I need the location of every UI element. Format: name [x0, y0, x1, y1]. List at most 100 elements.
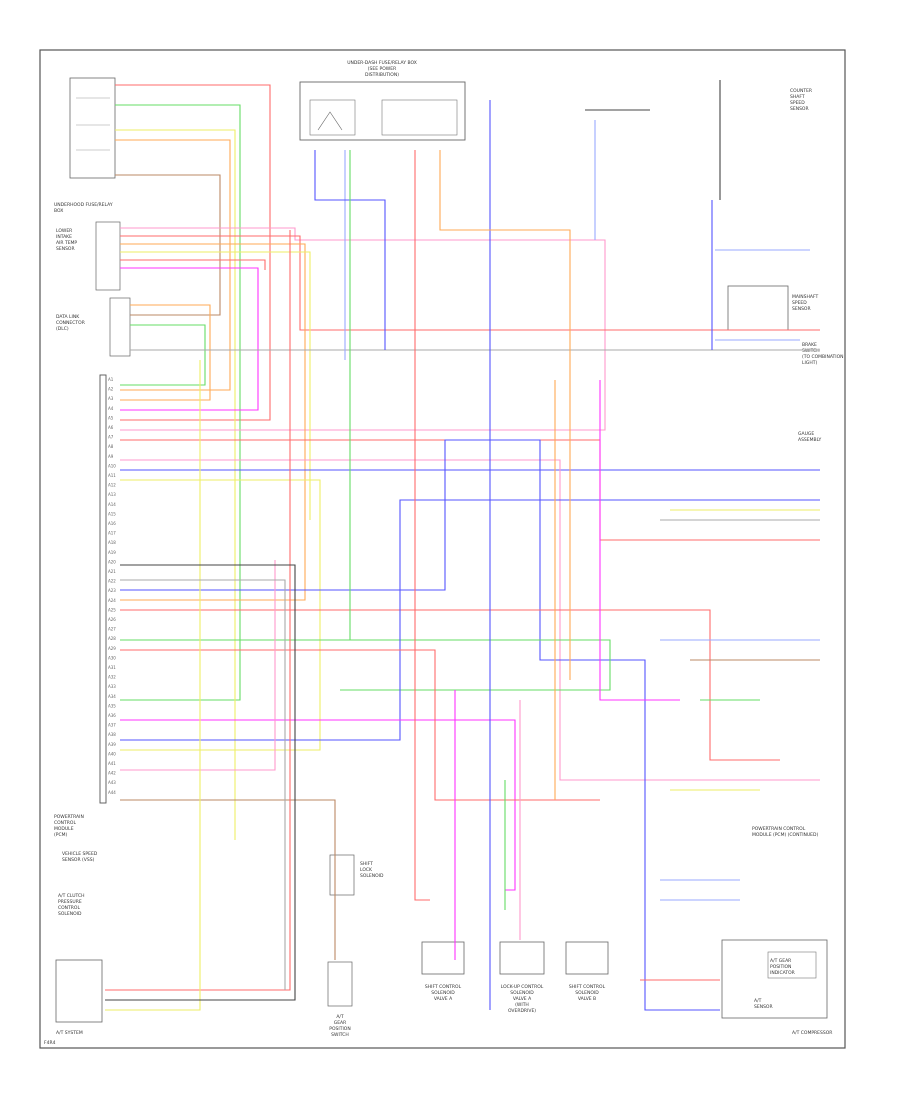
wire-brown-24	[120, 799, 336, 960]
pcm-pin-a27: A27	[108, 627, 116, 632]
wire-orange-3	[115, 139, 231, 391]
wire-red-41	[640, 539, 820, 981]
pcm-pin-a37: A37	[108, 723, 116, 728]
pcm-pin-a35: A35	[108, 703, 116, 708]
wire-yellow-27	[105, 360, 201, 1011]
pcm-pin-a22: A22	[108, 579, 116, 584]
pcm-pin-a42: A42	[108, 771, 116, 776]
pcm-pin-a31: A31	[108, 665, 116, 670]
pcm-pin-a12: A12	[108, 483, 116, 488]
wire-green-20	[120, 639, 611, 691]
pcm-pin-a6: A6	[108, 425, 114, 430]
wire-red-9	[120, 259, 266, 270]
wire-green-12	[120, 324, 206, 386]
gear-switch-block	[327, 961, 353, 1007]
right-bottom-box	[721, 939, 828, 1019]
outer-border	[39, 49, 846, 1049]
wire-red-15	[120, 439, 820, 541]
wires	[105, 80, 820, 1011]
pcm-pin-a43: A43	[108, 780, 116, 785]
pcm-pin-a40: A40	[108, 751, 116, 756]
left-top-connector	[69, 77, 116, 179]
wire-magenta-22	[120, 719, 516, 891]
pcm-pin-a25: A25	[108, 607, 116, 612]
wire-pink-16	[120, 459, 820, 781]
wire-light-blue-37	[660, 639, 820, 901]
wire-red-49	[414, 150, 430, 901]
pcm-pin-a21: A21	[108, 569, 116, 574]
pcm-pin-a26: A26	[108, 617, 116, 622]
corner-label: F4R4	[44, 1040, 56, 1046]
pcm-pin-a15: A15	[108, 511, 116, 516]
pcm-pin-a20: A20	[108, 559, 116, 564]
solenoid-b-box	[499, 941, 545, 975]
pcm-pin-a8: A8	[108, 444, 114, 449]
wire-red-26	[105, 230, 291, 991]
pcm-pin-labels: A1A2A3A4A5A6A7A8A9A10A11A12A13A14A15A16A…	[108, 377, 116, 795]
pcm-pin-a7: A7	[108, 435, 114, 440]
wire-orange-11	[120, 304, 211, 401]
pcm-pin-a24: A24	[108, 598, 116, 603]
pcm-pin-a36: A36	[108, 713, 116, 718]
pcm-pin-a44: A44	[108, 790, 116, 795]
pcm-pin-a13: A13	[108, 492, 116, 497]
pcm-pin-a1: A1	[108, 377, 114, 382]
wire-blue-21	[120, 499, 820, 741]
wire-yellow-17	[120, 479, 321, 751]
wire-yellow-2	[115, 129, 236, 840]
wire-yellow-40	[670, 509, 820, 791]
wire-orange-7	[120, 243, 306, 601]
pcm-pin-a32: A32	[108, 675, 116, 680]
wire-black-44	[105, 564, 296, 1001]
pcm-pin-a30: A30	[108, 655, 116, 660]
pcm-pin-a3: A3	[108, 396, 114, 401]
right-bottom-inner	[767, 951, 817, 979]
pcm-pin-a9: A9	[108, 454, 114, 459]
pcm-pin-a16: A16	[108, 521, 116, 526]
pcm-pin-a41: A41	[108, 761, 116, 766]
pcm-pin-a11: A11	[108, 473, 116, 478]
shift-lock-block	[329, 854, 355, 896]
wire-green-1	[115, 104, 241, 701]
top-fuse-block	[299, 81, 466, 141]
pcm-pin-a2: A2	[108, 387, 114, 392]
pcm-pin-a23: A23	[108, 588, 116, 593]
pcm-pin-a38: A38	[108, 732, 116, 737]
left-bottom-c-label: A/T SYSTEM	[56, 1030, 83, 1036]
bottom-right-label: A/T COMPRESSOR	[792, 1030, 832, 1036]
wire-magenta-43	[599, 380, 680, 701]
pcm-pin-a14: A14	[108, 502, 116, 507]
pcm-pin-a18: A18	[108, 540, 116, 545]
solenoid-a-box	[421, 941, 465, 975]
pcm-pin-a19: A19	[108, 550, 116, 555]
pcm-pin-a10: A10	[108, 463, 116, 468]
left-sensor-block	[95, 221, 121, 291]
solenoid-c-box	[565, 941, 609, 975]
wire-brown-4	[115, 174, 221, 316]
pcm-pin-a17: A17	[108, 531, 116, 536]
wire-gray-45	[120, 579, 286, 990]
wire-pink-5	[120, 227, 606, 431]
wire-red-23	[120, 649, 600, 801]
wire-yellow-8	[120, 251, 311, 520]
